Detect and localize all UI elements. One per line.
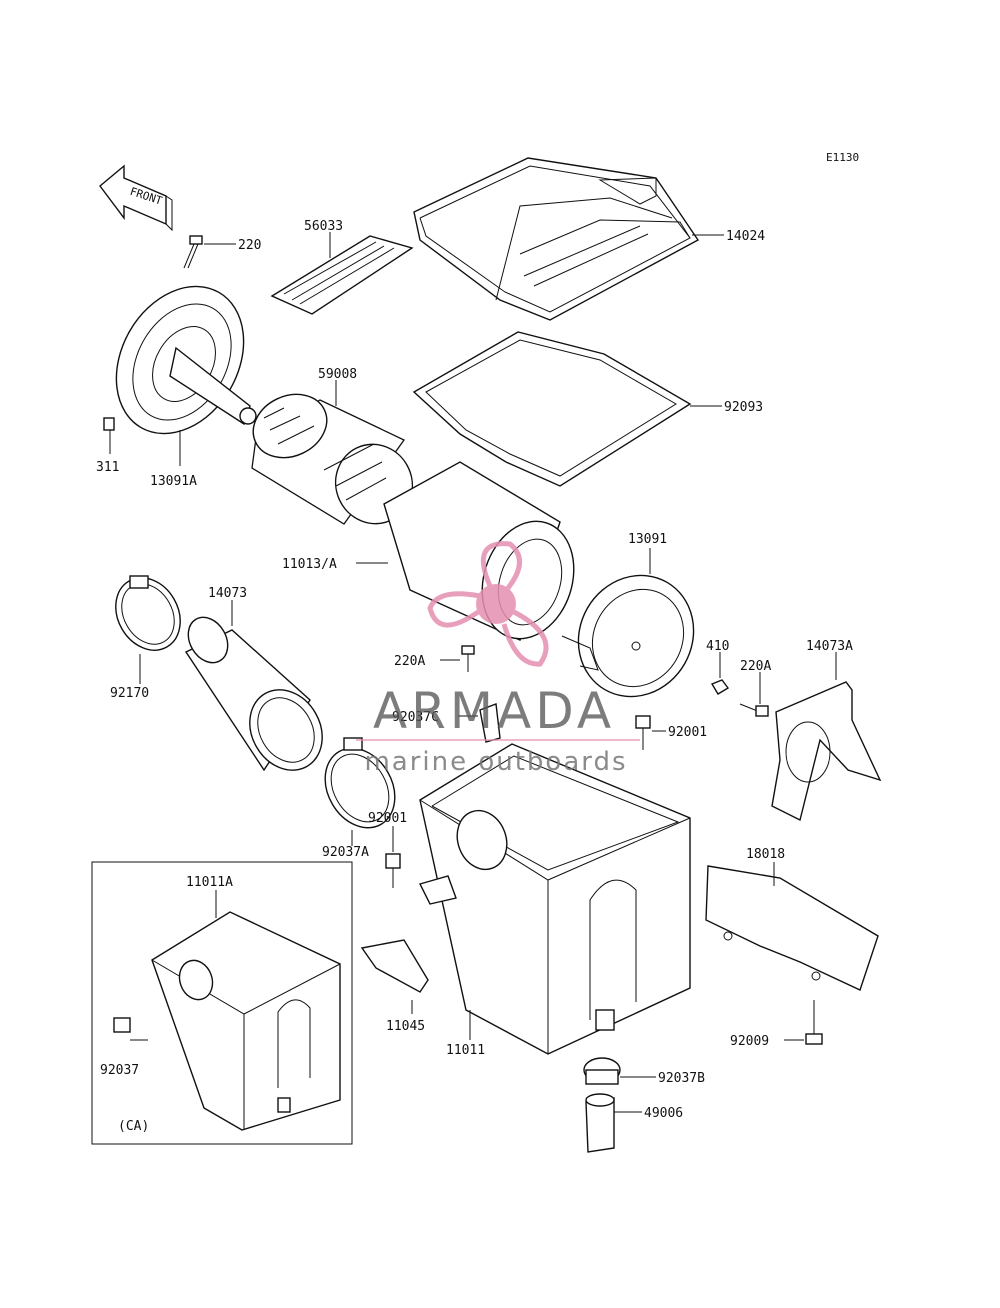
callout-56033: 56033 — [304, 219, 343, 234]
callout-311: 311 — [96, 460, 119, 475]
callout-11011: 11011 — [446, 1043, 485, 1058]
ca-label: (CA) — [118, 1119, 149, 1134]
callout-49006: 49006 — [644, 1106, 683, 1121]
clip-92037C — [458, 703, 501, 743]
callout-14073: 14073 — [208, 586, 247, 601]
callout-92037B: 92037B — [658, 1071, 705, 1086]
watermark-tagline: marine outboards — [364, 747, 627, 777]
callout-11011A: 11011A — [186, 875, 233, 890]
guard-18018 — [705, 862, 879, 991]
screw-220A-right — [739, 672, 769, 717]
propeller-logo-icon — [427, 541, 549, 667]
callout-220: 220 — [238, 238, 261, 253]
end-cap-13091 — [561, 548, 695, 698]
tube-49006 — [585, 1093, 642, 1153]
callout-18018: 18018 — [746, 847, 785, 862]
cover-14024 — [413, 157, 724, 321]
callout-92093: 92093 — [724, 400, 763, 415]
screw-220A-left — [440, 645, 475, 672]
callout-59008: 59008 — [318, 367, 357, 382]
front-arrow-icon: FRONT — [99, 164, 173, 232]
case-11011 — [419, 743, 691, 1055]
callout-410: 410 — [706, 639, 729, 654]
diagram-code: E1130 — [826, 151, 859, 164]
end-cap-13091A — [103, 285, 257, 466]
callout-11045: 11045 — [386, 1019, 425, 1034]
callout-13091: 13091 — [628, 532, 667, 547]
washer-410 — [710, 652, 730, 695]
mesh-filter-59008 — [251, 380, 414, 525]
duct-14073 — [184, 600, 323, 772]
bolt-220 — [183, 235, 236, 269]
screw-92009 — [784, 1000, 823, 1045]
screen-56033 — [270, 232, 414, 315]
callout-92001-right: 92001 — [668, 725, 707, 740]
clamp-92037B — [583, 1057, 656, 1085]
inlet-14073A — [771, 652, 882, 822]
callout-92170: 92170 — [110, 686, 149, 701]
clamp-92037A — [324, 737, 396, 846]
watermark-brand: ARMADA — [373, 682, 615, 740]
callout-92037C: 92037C — [392, 710, 439, 725]
callout-220A-right: 220A — [740, 659, 771, 674]
callout-92037: 92037 — [100, 1063, 139, 1078]
callout-14073A: 14073A — [806, 639, 853, 654]
ca-inset — [91, 861, 353, 1145]
callout-13091A: 13091A — [150, 474, 197, 489]
callout-220A-left: 220A — [394, 654, 425, 669]
callout-92001-left: 92001 — [368, 811, 407, 826]
callout-14024: 14024 — [726, 229, 765, 244]
bracket-11045 — [360, 875, 457, 1014]
clamp-92170 — [115, 575, 181, 684]
callout-92037A: 92037A — [322, 845, 369, 860]
bolt-92001-left — [385, 826, 401, 888]
callout-92009: 92009 — [730, 1034, 769, 1049]
watermark: ARMADA marine outboards — [356, 541, 640, 777]
gasket-92093 — [412, 331, 722, 487]
callout-11013A: 11013/A — [282, 557, 337, 572]
bolt-92001-right — [635, 715, 666, 750]
